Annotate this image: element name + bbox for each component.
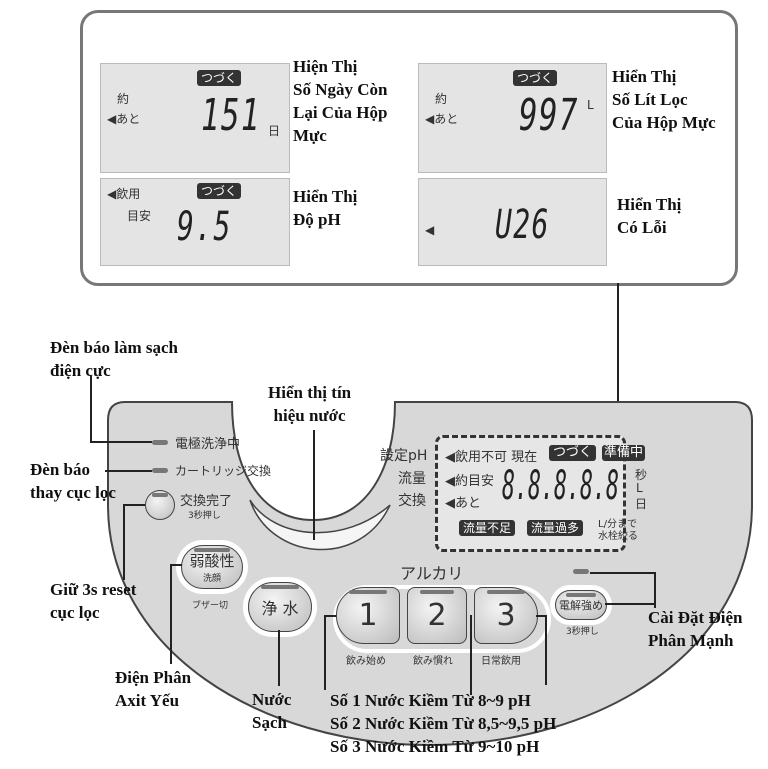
approx-label: 約	[435, 92, 448, 106]
continue-tag: つづく	[513, 70, 558, 86]
purified-water-button[interactable]: 浄 水	[248, 582, 312, 632]
lcd-liters-remaining: つづく 約 ◀あと 997 L	[418, 63, 607, 173]
flow-note-2: 水栓絞る	[598, 531, 638, 542]
row-label-ph: 設定pH	[380, 448, 428, 464]
leader-line	[90, 376, 92, 442]
unit-seconds: 秒	[635, 468, 648, 482]
alkali-label: アルカリ	[400, 564, 464, 583]
row-label-flow: 流量	[398, 471, 426, 487]
buzzer-off-label: ブザー切	[192, 601, 229, 611]
leader-line	[170, 564, 182, 566]
alkali-1-sub-label: 飲み始め	[346, 656, 386, 667]
lcd-digits: 8.8.8.8.8	[502, 463, 620, 509]
reset-button[interactable]	[145, 490, 175, 520]
leader-line	[654, 572, 656, 608]
remaining-label: ◀あと	[425, 112, 459, 126]
days-value: 151	[201, 90, 261, 141]
leader-line	[123, 504, 125, 580]
lcd-days-remaining: つづく 約 ◀あと 151 日	[100, 63, 290, 173]
leader-line	[590, 572, 655, 574]
alkali-2-sub-label: 飲み慣れ	[413, 656, 453, 667]
continue-tag: つづく	[197, 183, 242, 199]
liters-unit: L	[587, 98, 594, 112]
alkali-button-1[interactable]: 1	[336, 587, 400, 644]
approx-label: 約	[117, 92, 130, 106]
leader-line	[605, 603, 655, 605]
weak-acid-button[interactable]: 弱酸性 洗顔	[181, 545, 243, 589]
row-label-replace: 交換	[398, 493, 426, 509]
leader-line	[324, 615, 326, 690]
liters-value: 997	[519, 90, 579, 141]
reset-sub-label: 3秒押し	[188, 511, 221, 521]
strong-electrolysis-sub-label: 3秒押し	[566, 627, 599, 637]
error-code: U26	[495, 202, 550, 248]
alkali-button-2[interactable]: 2	[407, 587, 467, 644]
lcd-bot-text: ◀あと	[445, 496, 481, 511]
unit-days: 日	[635, 497, 648, 511]
strong-electrolysis-button[interactable]: 電解強め	[555, 590, 607, 620]
days-unit: 日	[268, 124, 281, 138]
leader-line	[123, 504, 145, 506]
high-flow-tag: 流量過多	[527, 520, 584, 536]
strong-electrolysis-led	[573, 569, 589, 574]
cartridge-replace-led	[152, 468, 168, 473]
low-flow-tag: 流量不足	[459, 520, 516, 536]
electrode-cleaning-label: 電極洗浄中	[175, 437, 241, 452]
display-examples-box	[80, 10, 738, 286]
leader-line	[324, 615, 336, 617]
weak-acid-sub-label: 洗顔	[202, 574, 221, 584]
alkali-button-3[interactable]: 3	[474, 587, 538, 644]
leader-line	[545, 615, 547, 685]
leader-line	[470, 615, 472, 695]
lcd-continue-tag: つづく	[549, 445, 597, 461]
guide-label: 目安	[127, 209, 152, 223]
ph-value: 9.5	[177, 204, 232, 250]
reset-label: 交換完了	[180, 494, 233, 509]
leader-line	[170, 564, 172, 664]
lcd-top-text: ◀飲用不可 現在	[445, 450, 538, 465]
water-signal-indicator	[249, 499, 391, 551]
electrode-cleaning-led	[152, 440, 168, 445]
lcd-mid-text: ◀約目安	[445, 474, 494, 489]
drinking-label: ◀飲用	[107, 187, 141, 201]
leader-line	[536, 615, 546, 617]
weak-acid-label: 弱酸性	[189, 552, 235, 570]
leader-line	[105, 470, 152, 472]
leader-line	[313, 430, 315, 540]
leader-line	[278, 630, 280, 686]
lcd-preparing-tag: 準備中	[602, 445, 646, 461]
alkali-3-sub-label: 日常飲用	[481, 656, 521, 667]
connector-line	[617, 283, 619, 431]
purified-water-label: 浄 水	[261, 599, 299, 618]
lcd-ph: つづく ◀飲用 目安 9.5	[100, 178, 290, 266]
unit-liters: L	[636, 481, 643, 495]
arrow-indicator: ◀	[425, 223, 435, 237]
leader-line	[90, 441, 152, 443]
lcd-error: ◀ U26	[418, 178, 607, 266]
continue-tag: つづく	[197, 70, 242, 86]
flow-note-1: L/分まで	[598, 519, 637, 530]
cartridge-replace-label: カートリッジ交換	[175, 464, 272, 478]
remaining-label: ◀あと	[107, 112, 141, 126]
